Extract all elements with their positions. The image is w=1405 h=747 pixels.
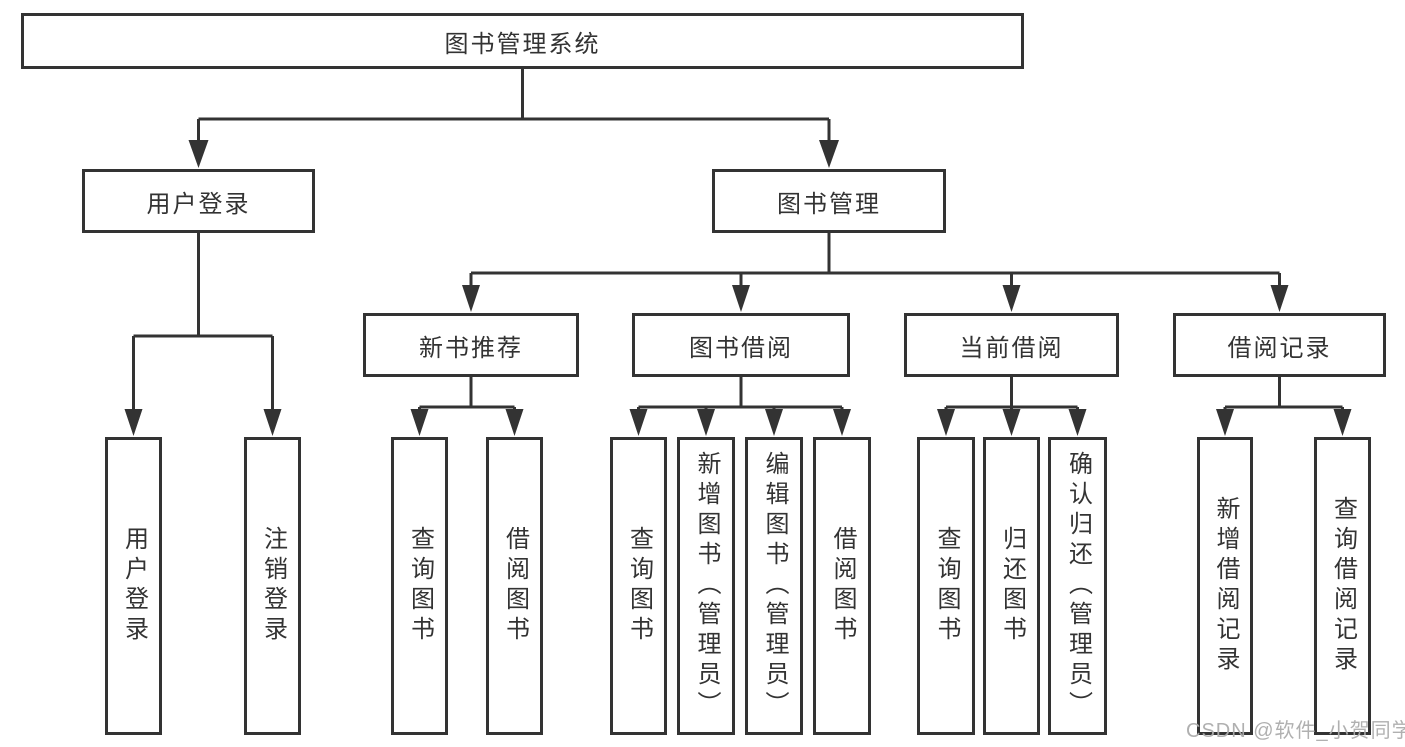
node-label: 新增图书（管理员） (693, 451, 720, 721)
node-current-borrow: 当前借阅 (904, 313, 1119, 377)
node-leaf-user-login: 用户登录 (105, 437, 162, 735)
node-label: 归还图书 (998, 526, 1026, 646)
node-label: 当前借阅 (959, 334, 1064, 362)
node-leaf-query-borrow-record: 查询借阅记录 (1314, 437, 1371, 735)
node-book-borrow: 图书借阅 (632, 313, 850, 377)
node-borrow-records: 借阅记录 (1173, 313, 1386, 377)
node-leaf-logout: 注销登录 (244, 437, 301, 735)
node-leaf-query-books-recommend: 查询图书 (391, 437, 448, 735)
node-label: 确认归还（管理员） (1064, 451, 1092, 721)
node-new-book-recommend: 新书推荐 (363, 313, 579, 377)
node-leaf-borrow-books: 借阅图书 (813, 437, 871, 735)
node-label: 图书管理 (777, 190, 881, 218)
node-label: 用户登录 (120, 526, 148, 646)
node-label: 注销登录 (259, 526, 287, 646)
node-label: 借阅图书 (829, 526, 856, 646)
node-label: 用户登录 (146, 190, 251, 218)
node-label: 借阅记录 (1227, 334, 1332, 362)
node-book-management: 图书管理 (712, 169, 946, 233)
node-label: 新书推荐 (419, 334, 523, 362)
node-label: 查询图书 (625, 526, 653, 646)
node-label: 编辑图书（管理员） (761, 451, 788, 721)
node-leaf-add-book-admin: 新增图书（管理员） (677, 437, 735, 735)
node-library-system: 图书管理系统 (21, 13, 1024, 69)
node-leaf-return-books: 归还图书 (983, 437, 1040, 735)
csdn-watermark: CSDN @软件_小贺同学 (1186, 720, 1405, 742)
node-leaf-query-books-borrow: 查询图书 (610, 437, 667, 735)
node-label: 查询图书 (406, 526, 434, 646)
node-leaf-add-borrow-record: 新增借阅记录 (1197, 437, 1253, 735)
arrowheads (124, 140, 1352, 436)
node-user-login: 用户登录 (82, 169, 315, 233)
node-label: 图书借阅 (689, 334, 793, 362)
node-label: 借阅图书 (501, 526, 529, 646)
node-label: 新增借阅记录 (1212, 496, 1239, 676)
node-label: 查询借阅记录 (1329, 496, 1357, 676)
node-leaf-borrow-books-recommend: 借阅图书 (486, 437, 543, 735)
node-label: 图书管理系统 (444, 30, 601, 58)
node-leaf-edit-book-admin: 编辑图书（管理员） (745, 437, 803, 735)
node-leaf-confirm-return-admin: 确认归还（管理员） (1048, 437, 1107, 735)
node-label: 查询图书 (933, 526, 960, 646)
node-leaf-query-books-current: 查询图书 (917, 437, 975, 735)
